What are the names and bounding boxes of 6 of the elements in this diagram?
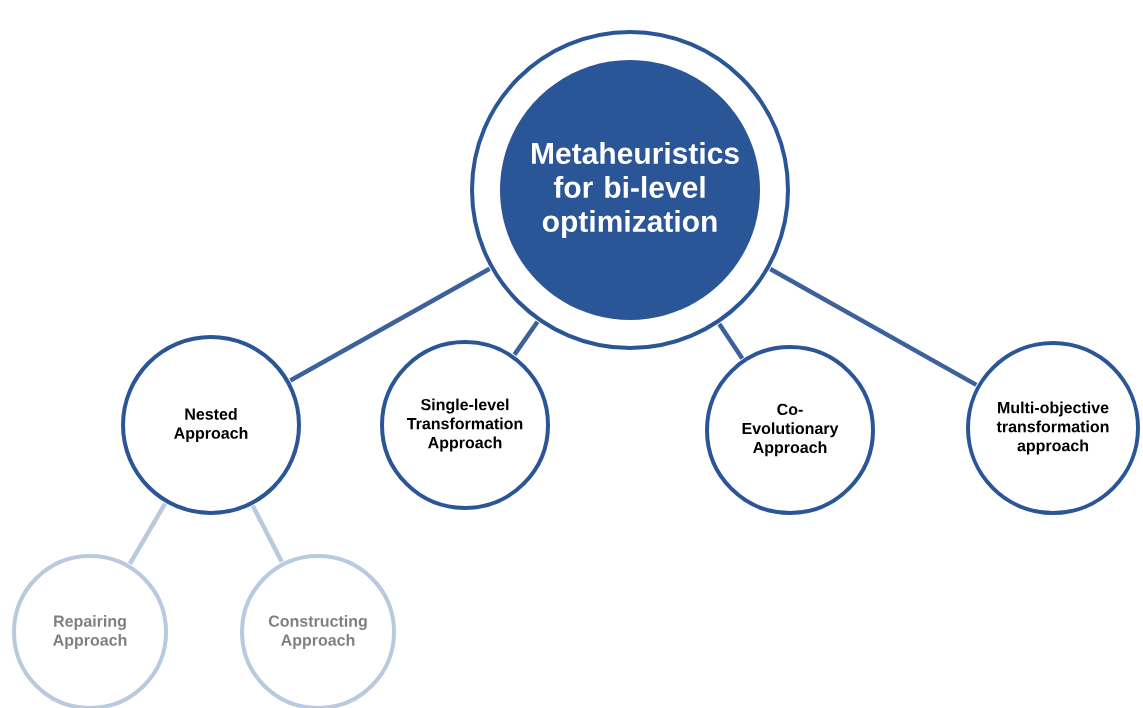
connector-line (769, 267, 978, 387)
connector-line (717, 322, 745, 360)
connector-line (289, 266, 491, 383)
connector-line (512, 320, 540, 356)
connector-line (127, 502, 168, 565)
connector-line (250, 504, 284, 563)
